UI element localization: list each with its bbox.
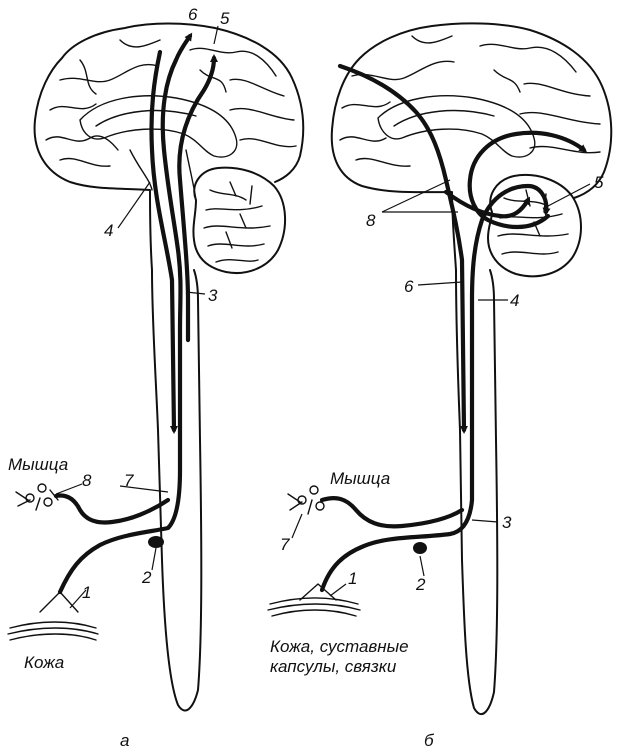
brain-outline-b: [330, 22, 613, 271]
label-8-b: 8: [366, 211, 376, 230]
label-2-a: 2: [141, 568, 152, 587]
label-skin-a: Кожа: [24, 653, 64, 672]
spinal-cord-b: [455, 269, 499, 715]
panel-label-a: а: [120, 731, 129, 750]
skin-receptor-a: [7, 591, 99, 641]
label-3-a: 3: [208, 286, 218, 305]
ascending-tract-a: [57, 32, 193, 595]
motor-nerve-b: [319, 496, 465, 529]
cerebellum-return-tract-b: [467, 130, 588, 229]
descending-tract-b: [337, 63, 468, 434]
label-4-b: 4: [510, 291, 519, 310]
label-4-a: 4: [104, 221, 113, 240]
spinal-cord-a: [151, 269, 203, 712]
brain-outline-a: [33, 22, 305, 271]
label-muscle-a: Мышца: [8, 455, 68, 474]
label-1-a: 1: [82, 583, 91, 602]
muscle-symbol-a: [15, 483, 59, 511]
label-2-b: 2: [415, 575, 426, 594]
label-7-a: 7: [124, 471, 134, 490]
ascending-tract-secondary-a: [177, 54, 218, 343]
label-6-b: 6: [404, 277, 414, 296]
cerebellum-folia-b: [497, 189, 569, 255]
cortex-cerebellum-tract-b: [443, 189, 531, 219]
panel-a: 1 2 3 4 5 6 7 8 Мышца Кожа а: [7, 5, 305, 750]
motor-nerve-a: [53, 493, 171, 525]
descending-tract-a: [149, 49, 178, 434]
corpus-callosum-b: [377, 95, 536, 158]
panel-label-b: б: [424, 731, 435, 750]
gyri-a: [45, 39, 297, 167]
label-skin-b-line1: Кожа, суставные: [270, 637, 409, 656]
muscle-symbol-b: [287, 485, 325, 515]
ganglion-2-a: [148, 536, 164, 548]
gyri-b: [339, 35, 601, 167]
corpus-callosum-a: [79, 95, 238, 158]
label-7-b: 7: [280, 535, 290, 554]
cerebellum-b: [487, 174, 582, 278]
cerebellum-a: [192, 166, 287, 274]
label-5-a: 5: [220, 9, 230, 28]
ganglion-2-b: [413, 542, 427, 554]
skin-receptor-b: [267, 583, 361, 617]
ascending-tract-b: [319, 183, 551, 593]
panel-b: 1 2 3 4 5 6 7 8 Мышца Кожа, суставные ка…: [267, 22, 613, 750]
label-3-b: 3: [502, 513, 512, 532]
label-5-b: 5: [594, 173, 604, 192]
label-muscle-b: Мышца: [330, 469, 390, 488]
label-skin-b-line2: капсулы, связки: [270, 657, 397, 676]
cerebellum-folia-a: [203, 181, 271, 263]
label-8-a: 8: [82, 471, 92, 490]
label-6-a: 6: [188, 5, 198, 24]
label-1-b: 1: [348, 569, 357, 588]
